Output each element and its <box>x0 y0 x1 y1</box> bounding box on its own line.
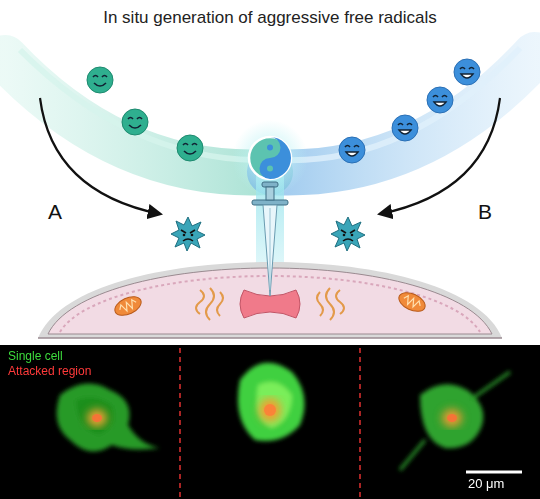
panel-key-text: Attacked region <box>8 365 91 379</box>
title: In situ generation of aggressive free ra… <box>103 8 437 28</box>
scale-bar-label: 20 μm <box>468 477 504 492</box>
panel-key-text: Single cell <box>8 350 63 364</box>
arrow-label: A <box>48 200 62 224</box>
arrow-label: B <box>478 200 492 224</box>
